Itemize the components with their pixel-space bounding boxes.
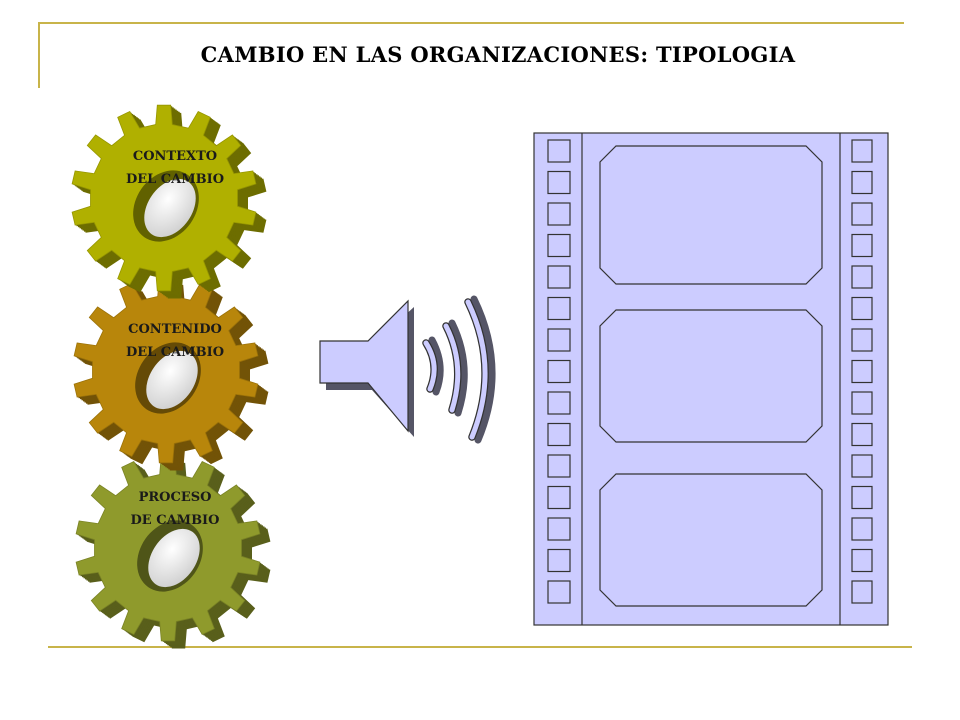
- sprocket-hole-right: [851, 296, 873, 321]
- slide-title: CAMBIO EN LAS ORGANIZACIONES: TIPOLOGIA: [200, 42, 796, 67]
- gear-context-icon: [71, 104, 267, 299]
- sprocket-hole-right: [851, 422, 873, 447]
- frame-bottom-line: [48, 646, 912, 648]
- sprocket-hole-left: [547, 485, 571, 510]
- film-frame: [599, 309, 823, 443]
- sprocket-hole-right: [851, 265, 873, 289]
- gear-label-line2: DEL CAMBIO: [125, 345, 225, 360]
- sprocket-hole-left: [547, 391, 571, 415]
- sprocket-hole-left: [547, 139, 571, 163]
- gear-label-line1: CONTENIDO: [128, 322, 222, 337]
- film-strip-icon: [533, 132, 889, 626]
- film-frame: [599, 473, 823, 607]
- speaker-icon: [319, 295, 496, 444]
- sprocket-hole-right: [851, 233, 873, 258]
- sprocket-hole-left: [547, 359, 571, 384]
- sprocket-hole-left: [547, 328, 571, 352]
- sprocket-hole-left: [547, 517, 571, 541]
- sprocket-hole-right: [851, 391, 873, 415]
- gear-process-icon: [75, 454, 271, 649]
- gear-label-line1: CONTEXTO: [132, 149, 218, 164]
- sprocket-hole-right: [851, 580, 873, 604]
- sprocket-hole-left: [547, 548, 571, 573]
- sprocket-hole-right: [851, 517, 873, 541]
- sprocket-hole-left: [547, 202, 571, 226]
- sprocket-hole-left: [547, 233, 571, 258]
- gear-label-line2: DE CAMBIO: [130, 513, 220, 528]
- gear-label-line2: DEL CAMBIO: [125, 172, 225, 187]
- sprocket-hole-left: [547, 265, 571, 289]
- sprocket-hole-left: [547, 170, 571, 195]
- sprocket-hole-right: [851, 485, 873, 510]
- frame-top-line: [38, 22, 904, 24]
- sprocket-hole-right: [851, 359, 873, 384]
- frame-left-line: [38, 22, 40, 88]
- sprocket-hole-right: [851, 454, 873, 478]
- gear-label-process: PROCESO DE CAMBIO: [100, 486, 250, 532]
- sprocket-hole-right: [851, 202, 873, 226]
- sprocket-hole-right: [851, 548, 873, 573]
- sprocket-hole-left: [547, 296, 571, 321]
- sprocket-hole-right: [851, 139, 873, 163]
- gear-content-icon: [73, 276, 269, 471]
- gear-label-line1: PROCESO: [138, 490, 212, 505]
- sprocket-hole-left: [547, 580, 571, 604]
- gear-label-content: CONTENIDO DEL CAMBIO: [100, 318, 250, 364]
- sprocket-hole-right: [851, 170, 873, 195]
- film-frame: [599, 145, 823, 285]
- gear-label-context: CONTEXTO DEL CAMBIO: [100, 145, 250, 191]
- sprocket-hole-left: [547, 454, 571, 478]
- sprocket-hole-right: [851, 328, 873, 352]
- sprocket-hole-left: [547, 422, 571, 447]
